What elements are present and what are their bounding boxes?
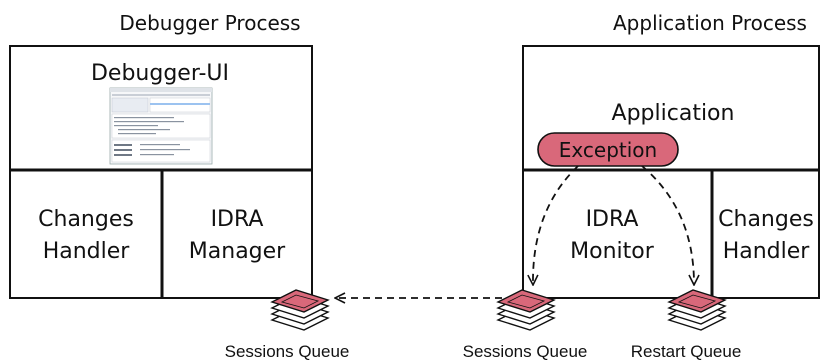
- restart-queue-icon: [667, 289, 727, 331]
- debugger-changes-handler-line1: Changes: [38, 207, 134, 232]
- restart-queue-label: Restart Queue: [631, 342, 742, 361]
- app-sessions-queue-label: Sessions Queue: [463, 342, 588, 361]
- debugger-process-title: Debugger Process: [119, 11, 300, 35]
- application-label: Application: [612, 101, 735, 126]
- debugger-sessions-queue-label: Sessions Queue: [225, 342, 350, 361]
- idra-manager-line1: IDRA: [211, 207, 264, 232]
- idra-monitor-line2: Monitor: [570, 239, 655, 264]
- debugger-ui-label: Debugger-UI: [91, 61, 229, 86]
- exception-pill: Exception: [537, 132, 679, 167]
- idra-monitor-line1: IDRA: [586, 207, 639, 232]
- idra-manager-line2: Manager: [189, 239, 286, 264]
- debugger-sessions-queue-icon: [270, 289, 330, 331]
- debugger-changes-handler-line2: Handler: [43, 239, 131, 264]
- application-process-box: [522, 45, 820, 299]
- exception-label: Exception: [559, 138, 657, 162]
- app-changes-handler-line1: Changes: [718, 207, 814, 232]
- application-process-title: Application Process: [613, 11, 807, 35]
- exception-to-restart-queue-arrow: [641, 165, 694, 284]
- app-changes-handler-line2: Handler: [723, 239, 811, 264]
- app-sessions-queue-icon: [496, 289, 556, 331]
- exception-to-sessions-queue-arrow: [533, 165, 579, 284]
- debugger-ui-thumbnail: [109, 87, 213, 165]
